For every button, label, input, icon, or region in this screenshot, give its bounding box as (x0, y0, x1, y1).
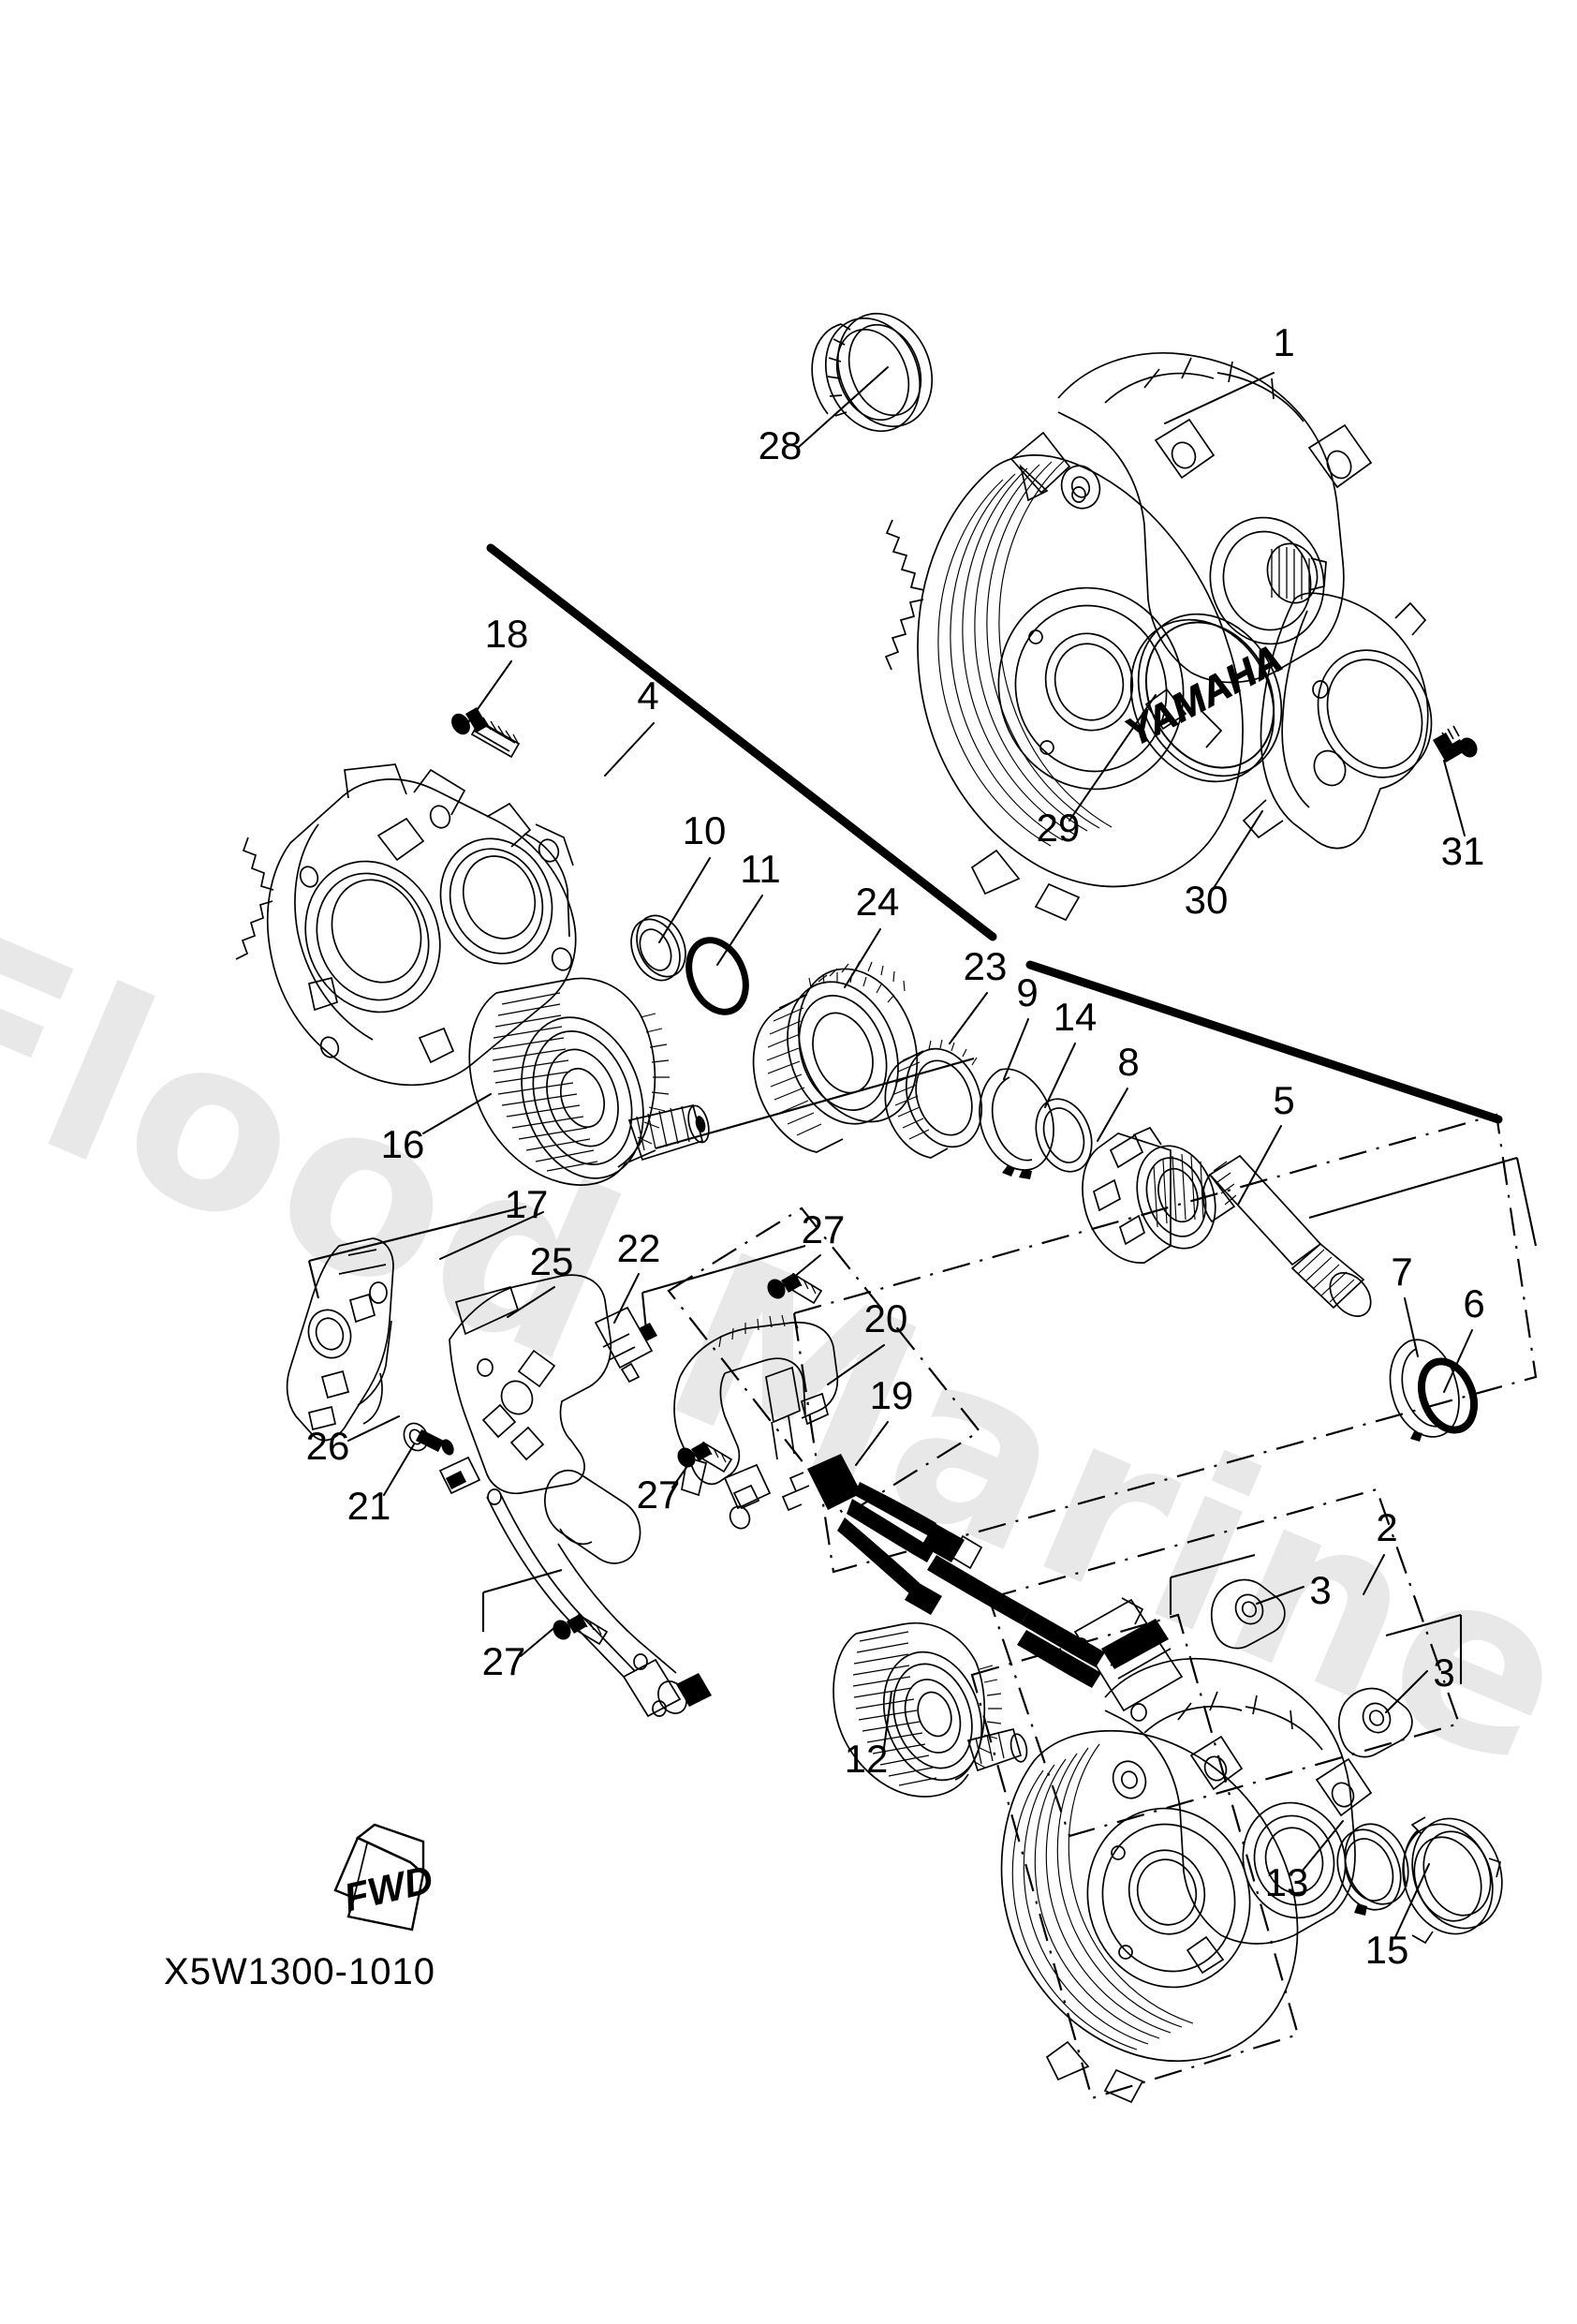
oil-seal-13 (1336, 1823, 1409, 1916)
drive-gear-16 (468, 977, 710, 1186)
callout-20: 20 (864, 1296, 908, 1340)
motor-housing (884, 454, 1244, 922)
bolt-27-a (767, 1272, 823, 1305)
washer-10 (630, 914, 686, 982)
bolt-27-c (553, 1613, 609, 1646)
callout-numbers: 1 28 18 4 29 30 31 10 11 24 23 9 14 8 16… (306, 320, 1485, 1972)
o-ring-6 (1418, 1357, 1478, 1434)
callout-17: 17 (505, 1182, 549, 1226)
shift-guide-cover-17 (286, 1237, 394, 1442)
group-box-motor-lower (970, 1613, 1300, 2100)
callout-1: 1 (1273, 320, 1294, 364)
crankcase-cover-4 (235, 763, 577, 1087)
callout-14: 14 (1054, 995, 1098, 1039)
snap-ring-14 (1035, 1098, 1093, 1173)
callout-25: 25 (530, 1239, 574, 1283)
callout-6: 6 (1463, 1281, 1484, 1325)
drive-unit-assembly-top (811, 312, 1373, 922)
lock-ring-28 (811, 312, 934, 433)
callout-27-c: 27 (482, 1639, 526, 1683)
mount-damper-3-b (1337, 1687, 1413, 1758)
callout-3-b: 3 (1433, 1650, 1454, 1695)
callout-8: 8 (1117, 1040, 1139, 1084)
callout-3-a: 3 (1309, 1568, 1331, 1612)
synchronizer-gear-24 (752, 960, 919, 1153)
callout-4: 4 (637, 674, 658, 718)
callout-31: 31 (1441, 829, 1485, 873)
callout-22: 22 (617, 1226, 661, 1270)
mount-damper-3-a (1210, 1578, 1286, 1650)
dog-clutch-hub-8 (1082, 1126, 1216, 1264)
leader-brackets (307, 1057, 1538, 1684)
gasket-25 (454, 1285, 520, 1336)
cover-guard-30 (1242, 592, 1433, 850)
callout-24: 24 (856, 880, 900, 924)
shift-fork-20 (673, 1314, 839, 1530)
housing-fastener (1071, 486, 1086, 503)
fwd-arrow: FWD (333, 1823, 437, 1932)
callout-18: 18 (485, 612, 529, 656)
emblem-text: YAMAHA (1118, 636, 1289, 755)
sensor-unit-22 (594, 1306, 657, 1384)
callout-13: 13 (1265, 1860, 1309, 1904)
callout-21: 21 (347, 1484, 391, 1528)
callout-19: 19 (870, 1373, 914, 1417)
callout-5: 5 (1273, 1078, 1294, 1122)
section-divider-line-right (1025, 960, 1503, 1124)
group-box-shaft-assembly (792, 1113, 1538, 1574)
circlip-9 (979, 1068, 1054, 1179)
group-box-sub-assembly-2 (987, 1488, 1461, 1838)
callout-16: 16 (381, 1122, 425, 1166)
callout-26: 26 (306, 1424, 350, 1468)
shift-lever-plate-26 (438, 1274, 712, 1718)
yamaha-emblem-29: YAMAHA (1118, 613, 1290, 783)
driven-gear-12 (833, 1622, 1028, 1798)
group-box-shift-assembly (667, 1206, 981, 1517)
o-ring-11 (685, 937, 749, 1015)
wire-harness-19 (781, 1454, 1184, 1722)
callout-leaders (347, 366, 1473, 1938)
fwd-label: FWD (340, 1857, 437, 1919)
callout-30: 30 (1185, 878, 1229, 922)
callout-28: 28 (759, 423, 803, 467)
drive-unit-sub-assembly-2 (1000, 1657, 1373, 2104)
callout-29: 29 (1037, 806, 1081, 850)
section-divider-line (486, 543, 997, 941)
callout-10: 10 (683, 808, 727, 852)
main-shaft-5 (1201, 1154, 1372, 1317)
callout-2: 2 (1376, 1505, 1397, 1549)
screw-31 (1433, 725, 1478, 762)
callout-15: 15 (1365, 1928, 1409, 1972)
callout-11: 11 (740, 847, 781, 891)
callout-27-a: 27 (802, 1207, 846, 1251)
synchronizer-ring-23 (884, 1039, 983, 1159)
callout-27-b: 27 (637, 1473, 681, 1517)
lock-washer-15 (1402, 1816, 1503, 1945)
callout-9: 9 (1016, 970, 1038, 1014)
callout-7: 7 (1391, 1250, 1412, 1294)
callout-12: 12 (845, 1737, 889, 1781)
bolt-18 (451, 707, 521, 759)
collar-21 (403, 1422, 454, 1456)
part-number-label: X5W1300-1010 (164, 1951, 435, 1992)
callout-23: 23 (964, 944, 1008, 988)
